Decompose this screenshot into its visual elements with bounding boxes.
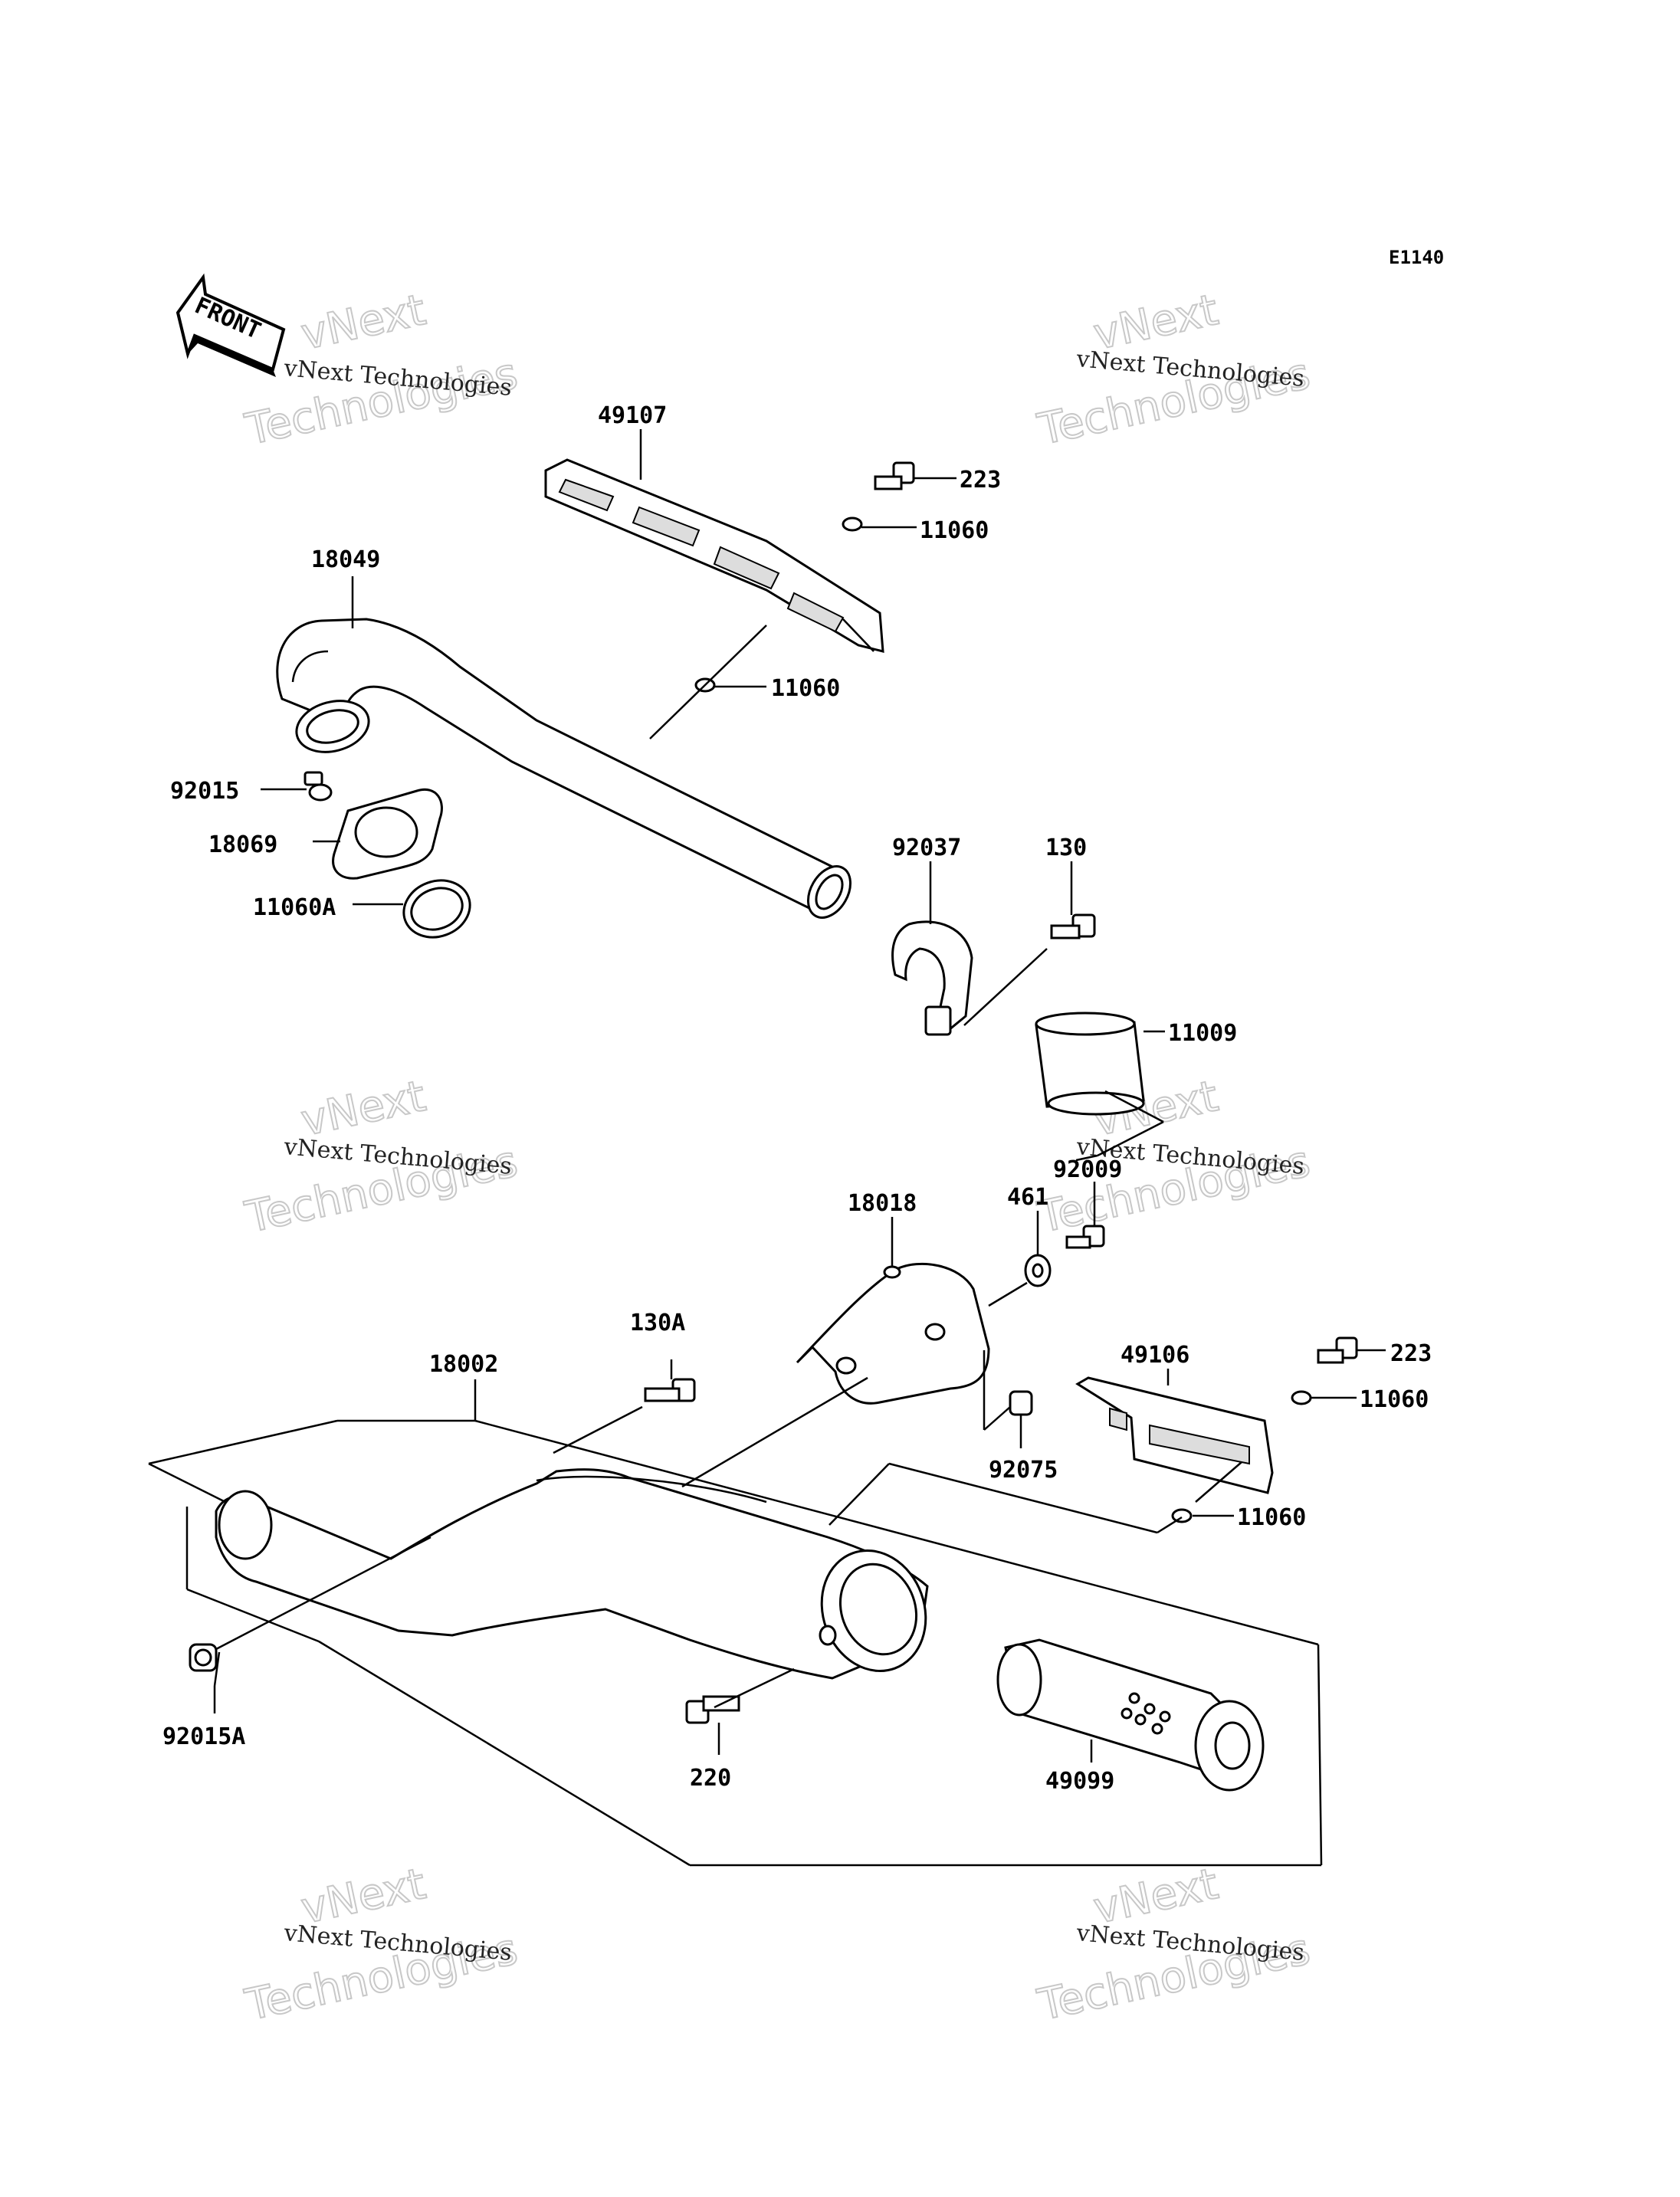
bolt-130A [644, 1378, 696, 1402]
heat-guard-49106 [1075, 1376, 1274, 1494]
label-223-lower: 223 [1390, 1340, 1432, 1367]
front-arrow-icon: FRONT [176, 273, 286, 377]
label-92015: 92015 [170, 778, 239, 805]
clamp-92037 [891, 920, 973, 1036]
part-labels: 49107 223 11060 18049 11060 92015 18069 … [162, 402, 1432, 1795]
nut-92015A [189, 1643, 218, 1672]
nut-92015 [304, 771, 333, 802]
label-18002: 18002 [429, 1351, 498, 1378]
label-18049: 18049 [311, 546, 380, 573]
label-11060-upper-b: 11060 [771, 675, 840, 702]
label-92037: 92037 [892, 835, 961, 861]
bolt-223-lower [1317, 1336, 1358, 1364]
watermark-text: vNext [297, 1071, 430, 1146]
watermark: vNext Technologies vNext Technologies [240, 1858, 522, 2031]
spark-arrestor-49099 [996, 1638, 1265, 1792]
label-49099: 49099 [1045, 1768, 1114, 1795]
label-49106: 49106 [1121, 1342, 1189, 1369]
label-223-upper: 223 [960, 467, 1001, 494]
gasket-ring-11060A [402, 879, 471, 939]
label-92015A: 92015A [162, 1723, 245, 1750]
exhaust-pipe-18049 [276, 618, 851, 919]
washer-461 [1024, 1254, 1052, 1287]
washer-11060-upper [694, 516, 863, 693]
bolt-223-upper [874, 461, 915, 490]
leader-lines [148, 429, 1386, 1867]
label-11060-upper-a: 11060 [920, 517, 989, 544]
bolt-130 [1050, 913, 1096, 939]
label-461: 461 [1007, 1184, 1048, 1211]
nut-92075 [1009, 1390, 1033, 1416]
bolt-92009 [1065, 1225, 1105, 1249]
heat-guard-18018 [796, 1262, 990, 1405]
label-18069: 18069 [208, 831, 277, 858]
label-92075: 92075 [989, 1457, 1058, 1484]
watermark: vNext Technologies vNext Technologies [1032, 1858, 1314, 2031]
label-11060A: 11060A [253, 894, 336, 921]
label-92009: 92009 [1053, 1156, 1122, 1183]
label-220: 220 [690, 1765, 731, 1792]
sleeve-11009 [1035, 1012, 1145, 1116]
diagram-code: E1140 [1389, 247, 1444, 268]
label-130A: 130A [630, 1310, 685, 1336]
watermark-text: vNext [297, 285, 430, 360]
label-49107: 49107 [598, 402, 667, 429]
watermark: vNext Technologies vNext Technologies [1032, 284, 1314, 456]
gasket-18069 [332, 788, 443, 880]
heat-guard-49107 [544, 458, 884, 653]
watermark: vNext Technologies vNext Technologies [240, 284, 522, 456]
label-11009: 11009 [1168, 1020, 1237, 1047]
label-11060-lower-b: 11060 [1237, 1504, 1306, 1531]
watermark: vNext Technologies vNext Technologies [240, 1071, 522, 1244]
label-18018: 18018 [848, 1190, 917, 1217]
label-130: 130 [1045, 835, 1087, 861]
bolt-220 [685, 1695, 740, 1724]
label-11060-lower-a: 11060 [1360, 1386, 1429, 1413]
muffler-18002 [215, 1468, 929, 1680]
